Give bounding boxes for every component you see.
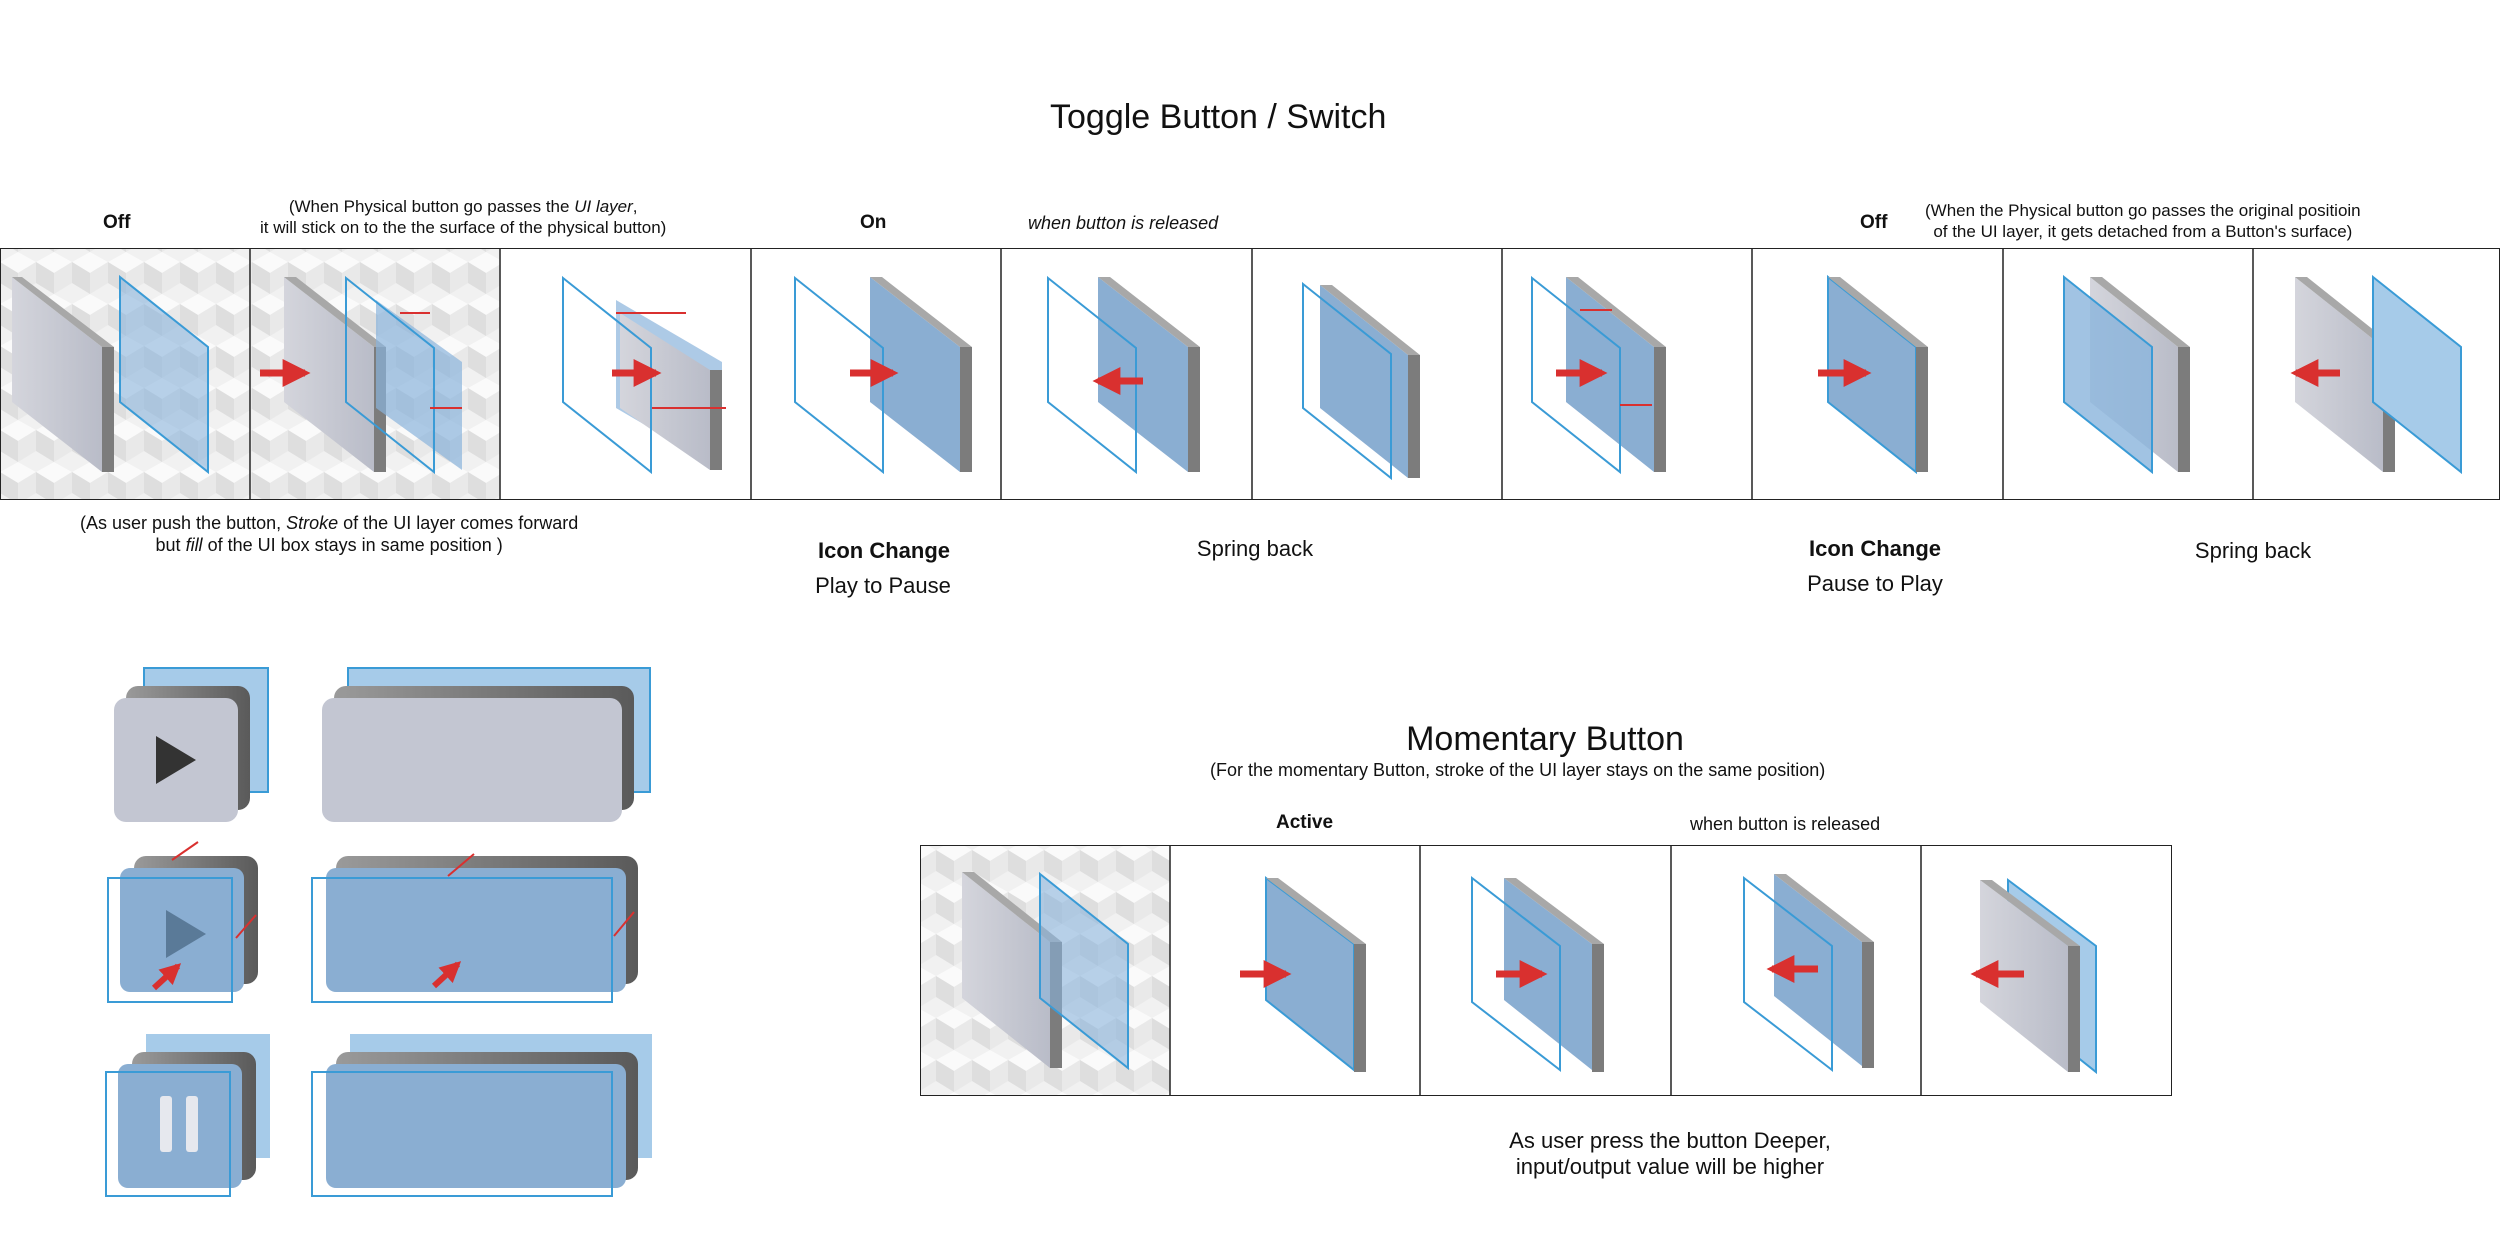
m-cell-2 bbox=[1240, 876, 1366, 1073]
cell-push-2 bbox=[1531, 275, 1666, 475]
cell-off-1 bbox=[12, 274, 209, 475]
wide-button-off bbox=[322, 667, 651, 822]
cell-on bbox=[794, 275, 972, 475]
m-cell-1 bbox=[962, 871, 1129, 1071]
note-push-a: (As user push the button, bbox=[80, 513, 287, 533]
note-pass-ui: UI layer bbox=[574, 197, 633, 216]
cell-stick bbox=[562, 275, 726, 475]
icon-change-2: Icon Change bbox=[1808, 536, 1941, 561]
label-released-2: when button is released bbox=[1690, 814, 1881, 834]
play-icon bbox=[166, 910, 206, 958]
label-on: On bbox=[860, 212, 887, 233]
label-active: Active bbox=[1276, 812, 1334, 833]
note-push: (As user push the button, Stroke of the … bbox=[80, 512, 578, 556]
pause-icon bbox=[160, 1096, 198, 1152]
m-cell-3 bbox=[1471, 875, 1604, 1073]
note-detach-2: of the UI layer, it gets detached from a… bbox=[1933, 222, 2353, 241]
play-icon bbox=[156, 736, 196, 784]
small-button-off bbox=[114, 667, 269, 822]
note-detach-1: (When the Physical button go passes the … bbox=[1925, 201, 2361, 220]
spring-back-2: Spring back bbox=[2194, 538, 2312, 563]
momentary-dividers bbox=[1169, 845, 1922, 1096]
momentary-note-2: input/output value will be higher bbox=[1515, 1154, 1825, 1179]
small-button-on bbox=[105, 1034, 270, 1197]
toggle-title: Toggle Button / Switch bbox=[1050, 98, 1387, 136]
pause-to-play: Pause to Play bbox=[1807, 571, 1943, 596]
icon-change-1: Icon Change bbox=[818, 538, 951, 563]
momentary-strip bbox=[920, 845, 2172, 1096]
cell-push bbox=[260, 275, 462, 475]
m-cell-5 bbox=[1970, 878, 2097, 1075]
arrow-up-icon bbox=[151, 963, 182, 991]
spring-back-1: Spring back bbox=[1196, 536, 1314, 561]
cell-released-1 bbox=[1047, 275, 1200, 475]
momentary-subtitle: (For the momentary Button, stroke of the… bbox=[1210, 760, 1826, 780]
cell-spring-back-1 bbox=[1302, 281, 1420, 481]
note-pass-ui-layer: (When Physical button go passes the UI l… bbox=[260, 196, 666, 238]
arrow-up-icon bbox=[431, 961, 462, 989]
play-to-pause: Play to Pause bbox=[815, 573, 951, 598]
momentary-title: Momentary Button bbox=[1406, 720, 1684, 758]
wide-button-on bbox=[311, 1034, 652, 1197]
note-push-stroke: Stroke bbox=[286, 513, 339, 533]
m-cell-4 bbox=[1743, 874, 1874, 1073]
note-detach: (When the Physical button go passes the … bbox=[1925, 200, 2361, 242]
note-pass-part: (When Physical button go passes the bbox=[288, 197, 575, 216]
note-push-c: but bbox=[155, 535, 186, 555]
small-button-pressed bbox=[107, 841, 258, 1003]
label-off-1: Off bbox=[103, 212, 131, 233]
cell-off-2 bbox=[1818, 274, 1928, 475]
note-push-b: of the UI layer comes forward bbox=[338, 513, 579, 533]
wide-button-pressed bbox=[311, 853, 638, 1003]
label-released-1: when button is released bbox=[1028, 213, 1219, 233]
note-pass-comma: , bbox=[632, 197, 638, 216]
note-pass-line2: it will stick on to the the surface of t… bbox=[260, 218, 667, 237]
momentary-note: As user press the button Deeper, input/o… bbox=[1420, 1128, 1920, 1180]
note-push-fill: fill bbox=[185, 535, 203, 555]
cell-spring-back-2 bbox=[2063, 274, 2190, 475]
label-off-2: Off bbox=[1860, 212, 1888, 233]
momentary-note-1: As user press the button Deeper, bbox=[1509, 1128, 1831, 1153]
note-push-d: of the UI box stays in same position ) bbox=[202, 535, 503, 555]
toggle-dividers bbox=[249, 248, 2254, 500]
cell-detached bbox=[2290, 274, 2462, 475]
